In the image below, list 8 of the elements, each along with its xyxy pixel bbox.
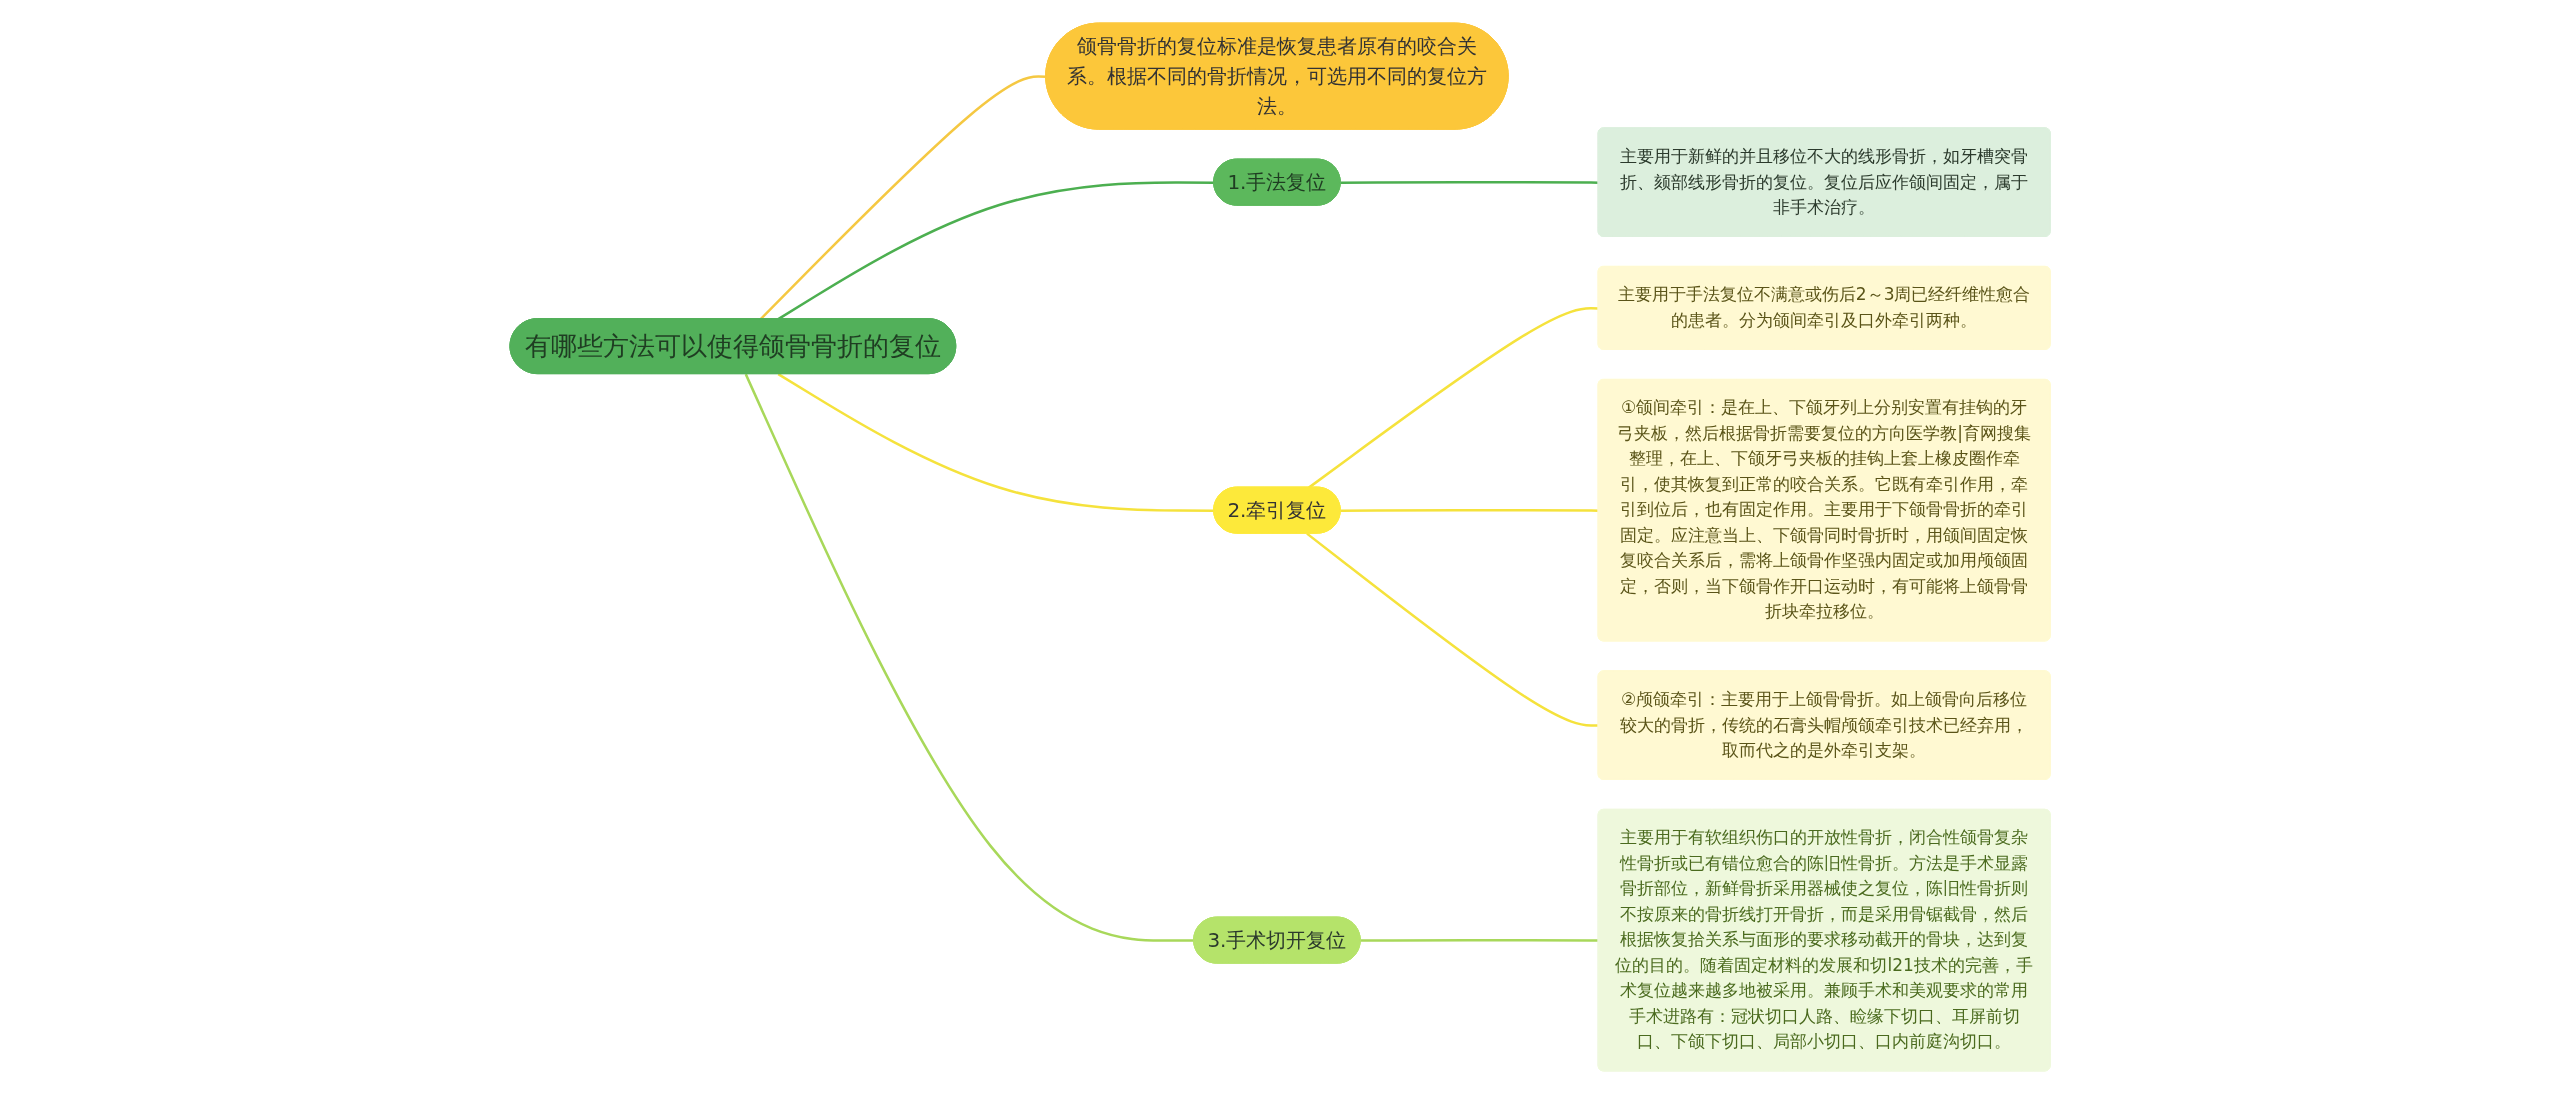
connector bbox=[1360, 939, 1599, 942]
connector bbox=[1340, 181, 1599, 184]
connector bbox=[759, 75, 1047, 320]
connector bbox=[777, 373, 1215, 512]
connector bbox=[744, 373, 1195, 942]
connector bbox=[1308, 307, 1599, 489]
connector bbox=[1340, 509, 1599, 512]
connector bbox=[1306, 532, 1599, 727]
